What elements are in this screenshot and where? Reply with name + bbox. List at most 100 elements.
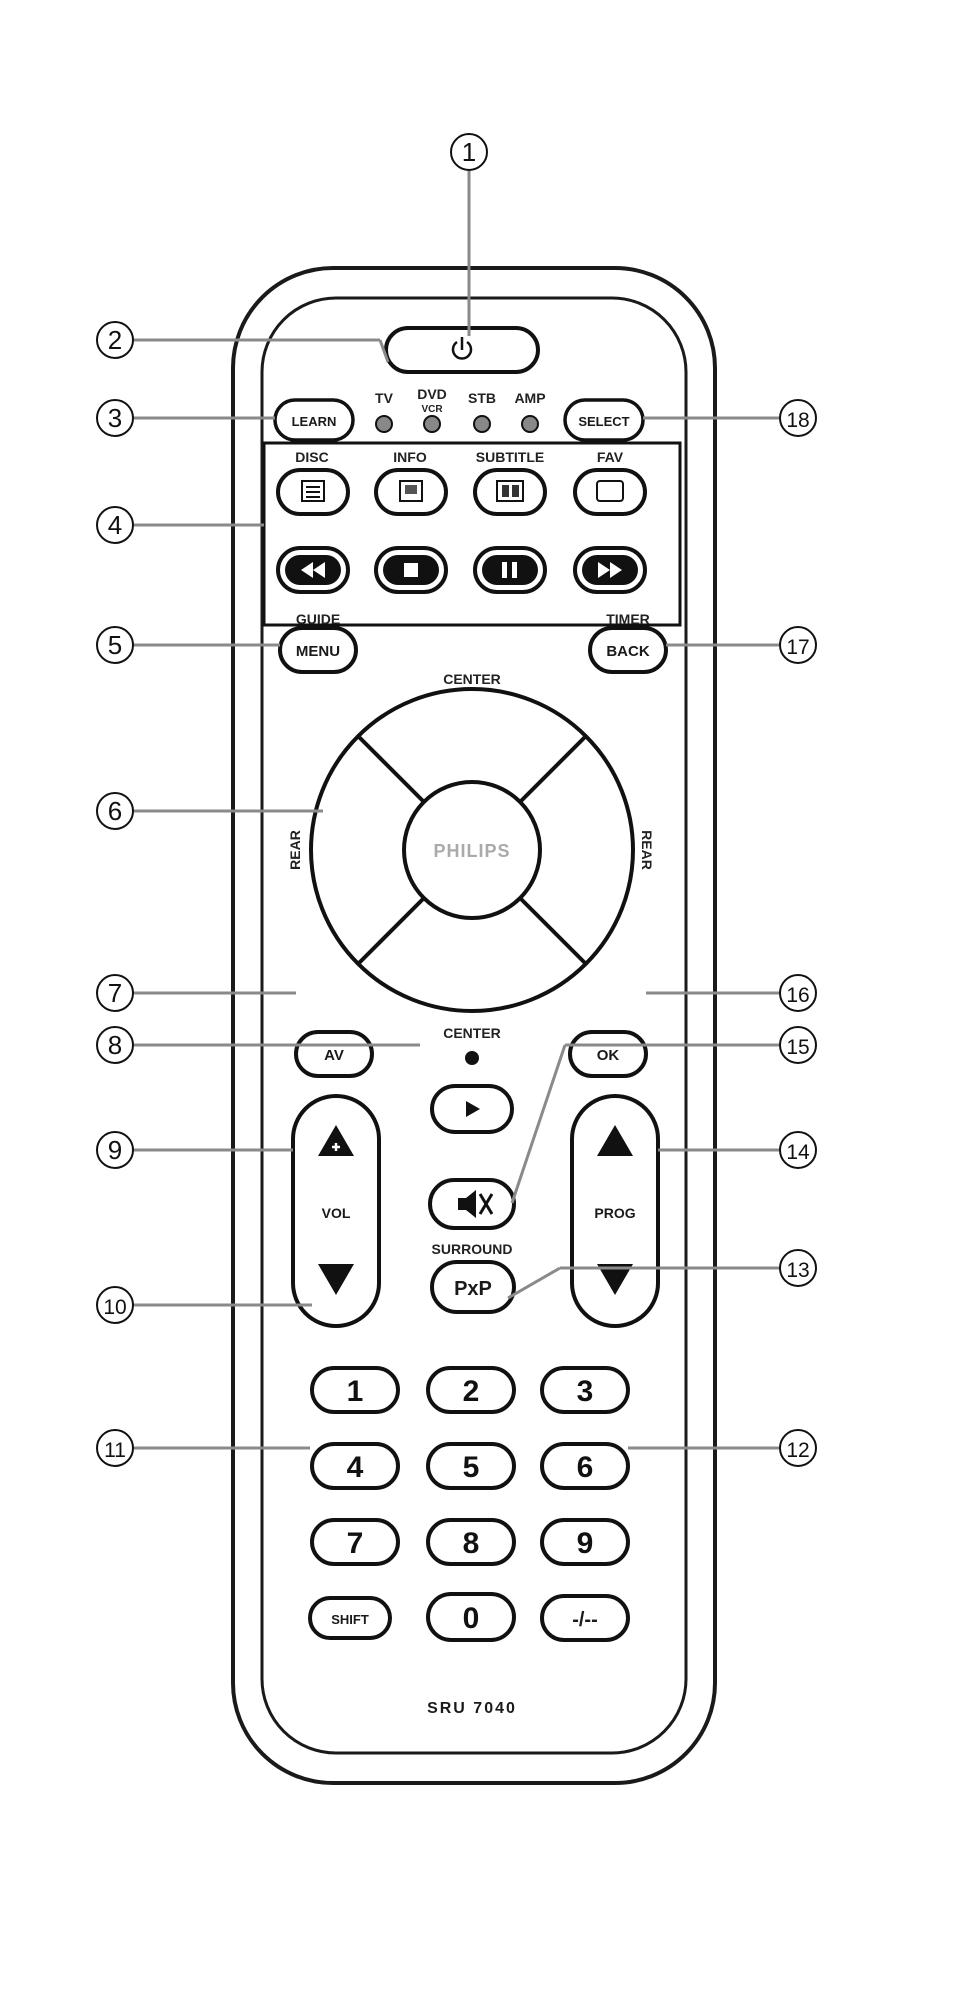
menu-label: MENU: [296, 643, 340, 660]
callout-9: 9: [96, 1131, 134, 1169]
svg-text:1: 1: [462, 137, 476, 167]
volume-label: VOL: [322, 1205, 351, 1221]
play-icon: [466, 1101, 480, 1117]
info-icon: [399, 480, 423, 502]
shift-button[interactable]: SHIFT: [308, 1596, 392, 1640]
led-dvd: [423, 415, 441, 433]
disc-button[interactable]: [276, 468, 350, 516]
callout-4: 4: [96, 506, 134, 544]
svg-text:11: 11: [104, 1439, 126, 1462]
pip-button[interactable]: PxP: [430, 1260, 516, 1314]
svg-text:18: 18: [786, 409, 809, 432]
mute-button[interactable]: [428, 1178, 516, 1230]
subtitle-icon: [496, 480, 524, 502]
callout-15: 15: [779, 1026, 817, 1064]
digit-7-button[interactable]: 7: [310, 1518, 400, 1566]
rear-right-label: REAR: [639, 830, 655, 870]
program-label: PROG: [594, 1205, 635, 1221]
pause-icon: [502, 562, 517, 578]
led-tv: [375, 415, 393, 433]
row-label-info: INFO: [393, 449, 427, 465]
learn-label: LEARN: [292, 414, 337, 429]
digit-7-label: 7: [347, 1527, 364, 1560]
ok-button[interactable]: OK: [568, 1030, 648, 1078]
callout-7: 7: [96, 974, 134, 1012]
callout-18: 18: [779, 399, 817, 437]
stop-button[interactable]: [374, 546, 448, 594]
digit-0-label: 0: [463, 1602, 480, 1635]
select-label: SELECT: [578, 414, 629, 429]
svg-text:3: 3: [108, 403, 122, 433]
pause-button[interactable]: [473, 546, 547, 594]
shift-label: SHIFT: [331, 1612, 369, 1627]
callout-10: 10: [96, 1286, 134, 1324]
fav-button[interactable]: [573, 468, 647, 516]
fast-forward-icon: [598, 562, 622, 578]
menu-button[interactable]: MENU: [278, 626, 358, 674]
program-up-icon: [597, 1125, 633, 1156]
rewind-icon: [301, 562, 325, 578]
center-button[interactable]: [402, 780, 542, 920]
learn-button[interactable]: LEARN: [273, 398, 355, 442]
digit-8-button[interactable]: 8: [426, 1518, 516, 1566]
mode-label-dvd: DVD: [417, 386, 447, 402]
svg-text:10: 10: [103, 1296, 126, 1319]
mode-label-tv: TV: [375, 390, 394, 406]
guide-label: GUIDE: [296, 611, 340, 627]
play-button[interactable]: [430, 1084, 514, 1134]
surround-label: SURROUND: [432, 1241, 513, 1257]
av-button[interactable]: AV: [294, 1030, 374, 1078]
mode-label-stb: STB: [468, 390, 496, 406]
led-amp: [521, 415, 539, 433]
svg-text:13: 13: [786, 1259, 809, 1282]
svg-text:7: 7: [108, 978, 122, 1008]
digit-4-button[interactable]: 4: [310, 1442, 400, 1490]
callout-6: 6: [96, 792, 134, 830]
av-label: AV: [324, 1047, 344, 1064]
digit-4-label: 4: [347, 1451, 364, 1484]
back-button[interactable]: BACK: [588, 626, 668, 674]
digit-9-button[interactable]: 9: [540, 1518, 630, 1566]
led-stb: [473, 415, 491, 433]
volume-up-icon: [318, 1125, 354, 1156]
mode-label-amp: AMP: [514, 390, 545, 406]
volume-rocker[interactable]: VOL: [291, 1094, 381, 1328]
digit-5-button[interactable]: 5: [426, 1442, 516, 1490]
mute-icon: [458, 1190, 494, 1218]
volume-plus-icon: [332, 1143, 340, 1151]
svg-text:8: 8: [108, 1030, 122, 1060]
digit-2-button[interactable]: 2: [426, 1366, 516, 1414]
digit-5-label: 5: [463, 1451, 480, 1484]
rewind-button[interactable]: [276, 546, 350, 594]
rear-left-label: REAR: [287, 830, 303, 870]
digit-0-button[interactable]: 0: [426, 1592, 516, 1642]
dash-button[interactable]: -/--: [540, 1594, 630, 1642]
svg-text:12: 12: [786, 1439, 809, 1462]
fast-forward-button[interactable]: [573, 546, 647, 594]
svg-text:5: 5: [108, 630, 122, 660]
svg-text:2: 2: [108, 325, 122, 355]
brand-logo: PHILIPS: [433, 841, 510, 861]
svg-text:14: 14: [786, 1141, 810, 1164]
dpad-divider-sw: [356, 895, 427, 966]
info-button[interactable]: [374, 468, 448, 516]
dpad-divider-se: [517, 895, 588, 966]
timer-label: TIMER: [606, 611, 650, 627]
remote-body-inner: [260, 296, 688, 1755]
digit-8-label: 8: [463, 1527, 480, 1560]
dpad-divider-ne: [517, 734, 588, 805]
callout-12: 12: [779, 1429, 817, 1467]
select-button[interactable]: SELECT: [563, 398, 645, 442]
digit-6-button[interactable]: 6: [540, 1442, 630, 1490]
callout-16: 16: [779, 974, 817, 1012]
digit-1-button[interactable]: 1: [310, 1366, 400, 1414]
digit-1-label: 1: [347, 1375, 364, 1408]
digit-3-label: 3: [577, 1375, 594, 1408]
dpad-divider-nw: [356, 734, 427, 805]
digit-3-button[interactable]: 3: [540, 1366, 630, 1414]
back-label: BACK: [606, 643, 649, 660]
program-rocker[interactable]: PROG: [570, 1094, 660, 1328]
pip-label: PxP: [454, 1278, 492, 1300]
subtitle-button[interactable]: [473, 468, 547, 516]
